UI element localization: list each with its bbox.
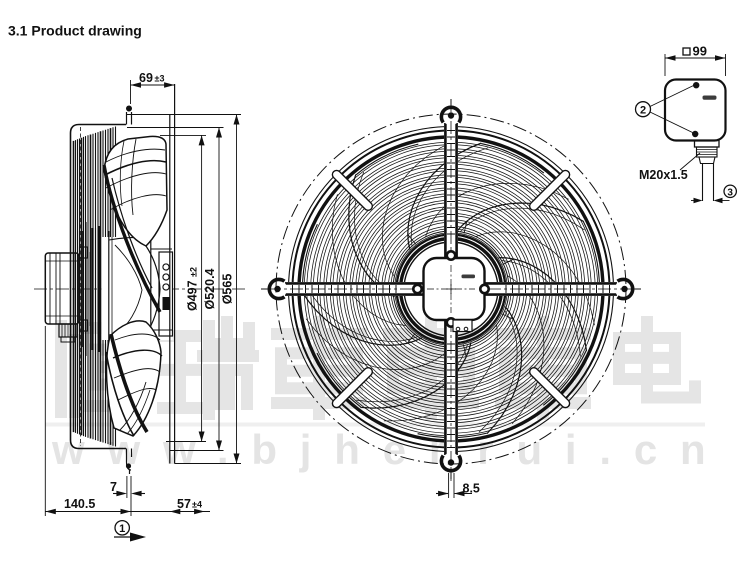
svg-text:www.bjhenrui.cn: www.bjhenrui.cn <box>51 426 728 473</box>
svg-text:7: 7 <box>110 480 117 494</box>
svg-text:2: 2 <box>640 105 646 117</box>
svg-text:57: 57 <box>177 497 191 511</box>
svg-text:Ø497 ±2: Ø497 ±2 <box>186 267 200 311</box>
svg-text:99: 99 <box>693 44 707 59</box>
svg-text:Ø520.4: Ø520.4 <box>203 268 217 309</box>
svg-text:69: 69 <box>139 71 153 85</box>
svg-text:±3: ±3 <box>155 74 165 84</box>
svg-text:1: 1 <box>119 523 125 535</box>
svg-text:±4: ±4 <box>192 500 202 510</box>
svg-text:Ø565: Ø565 <box>221 274 235 305</box>
svg-text:3: 3 <box>727 187 733 198</box>
svg-text:3.1 Product drawing: 3.1 Product drawing <box>8 23 142 39</box>
svg-text:8.5: 8.5 <box>463 482 480 496</box>
svg-text:140.5: 140.5 <box>64 497 95 511</box>
svg-text:M20x1.5: M20x1.5 <box>639 168 688 182</box>
